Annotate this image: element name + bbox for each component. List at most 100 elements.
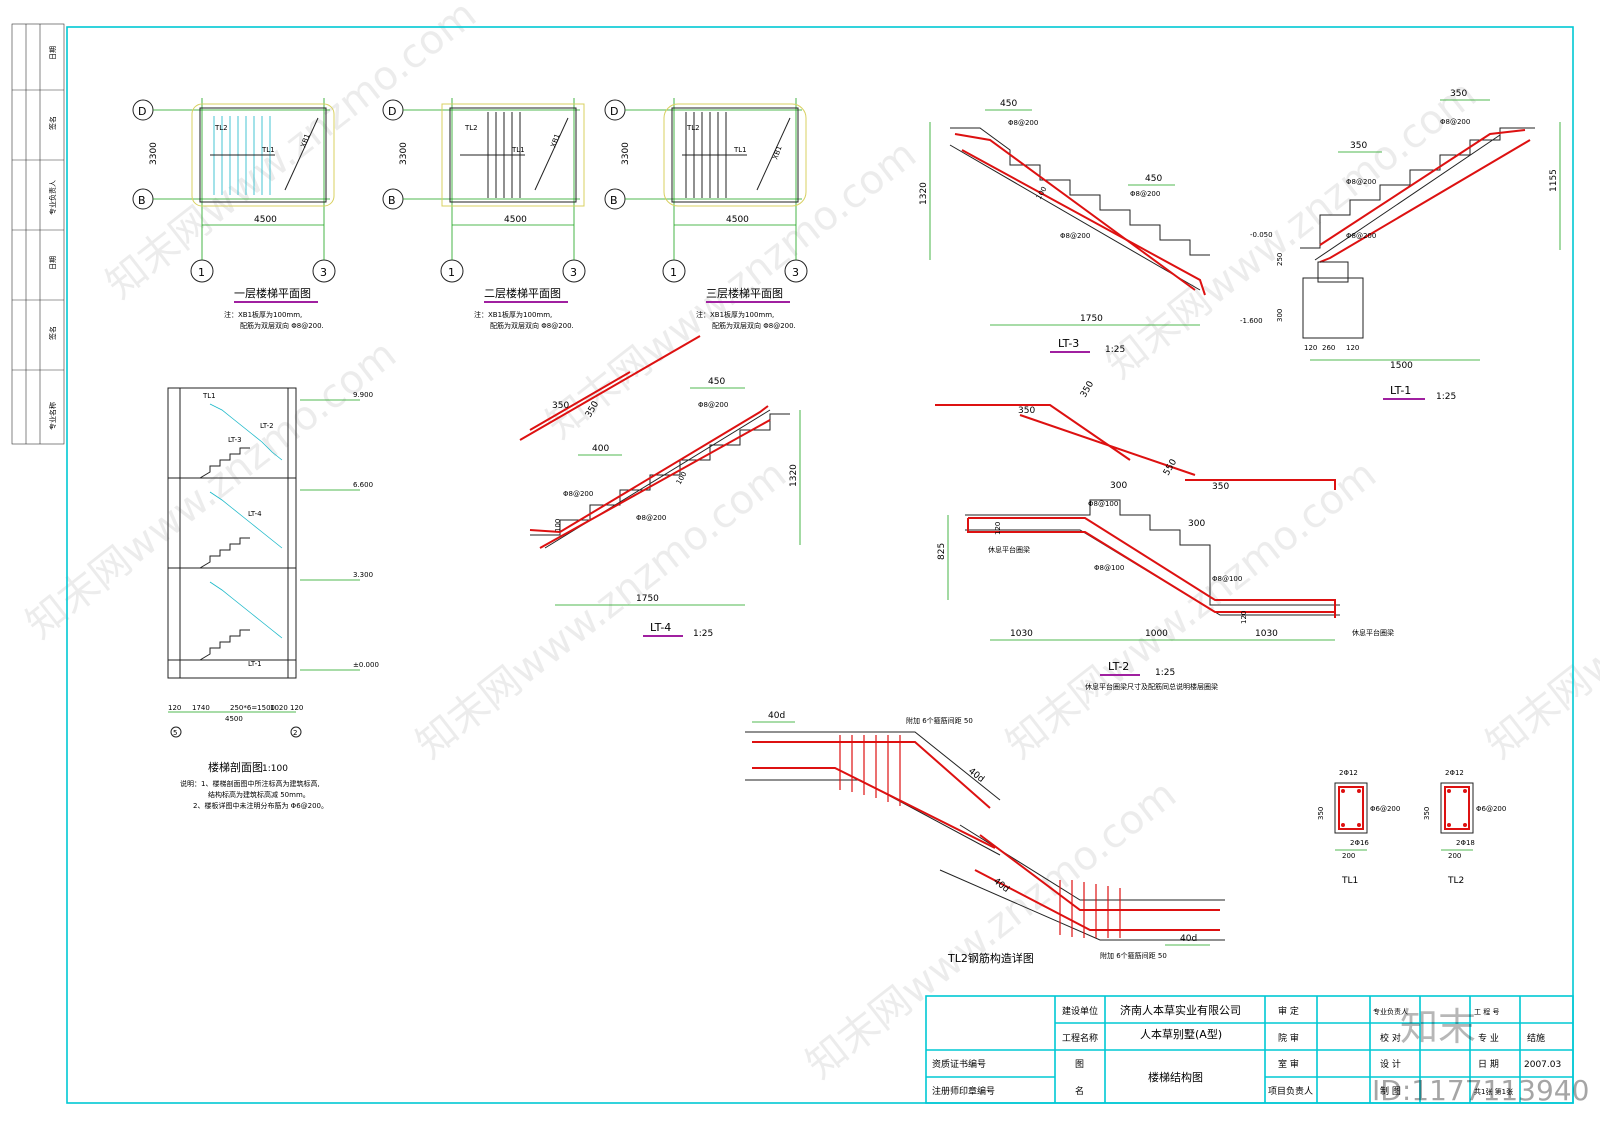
tl1-label: TL1 — [511, 146, 525, 154]
sheet-value: 共1张 第1张 — [1474, 1087, 1513, 1096]
design-label: 设 计 — [1380, 1058, 1401, 1070]
dim: 450 — [708, 377, 725, 387]
left-sign-strip: 日期 签名 专业负责人 日期 签名 专业名称 — [11, 23, 65, 445]
lt2-detail: 1030 1000 1030 825 350 350 550 350 300 3… — [935, 379, 1394, 691]
dim: 300 — [1110, 481, 1127, 491]
drawing-value: 楼梯结构图 — [1148, 1070, 1203, 1084]
seal-label: 注册师印章编号 — [932, 1085, 995, 1097]
dim: 1750 — [636, 594, 659, 604]
rebar-top: 2Φ12 — [1339, 769, 1358, 777]
dim: 40d — [966, 766, 986, 784]
section-note: 2、楼板详图中未注明分布筋为 Φ6@200。 — [193, 801, 328, 810]
section-note: 结构标高为建筑标高减 50mm。 — [208, 790, 310, 799]
strip-label: 签名 — [48, 326, 57, 340]
stirrup-label: Φ6@200 — [1370, 805, 1400, 813]
level-label: -0.050 — [1250, 231, 1273, 239]
rebar-label: Φ8@200 — [636, 514, 666, 522]
section-scale: 1:100 — [262, 764, 288, 774]
elevation-label: 6.600 — [353, 481, 373, 489]
detail-name: LT-2 — [1108, 660, 1129, 673]
dim: 1500 — [1390, 361, 1413, 371]
dim: 120 — [1346, 344, 1359, 352]
drawing-label: 名 — [1075, 1085, 1084, 1097]
dim-4500: 4500 — [504, 215, 527, 225]
width-dim: 200 — [1448, 852, 1461, 860]
width-dim: 200 — [1342, 852, 1355, 860]
dim: 1155 — [1549, 169, 1559, 192]
dim: 1000 — [1145, 629, 1168, 639]
strip-label: 专业名称 — [48, 402, 57, 430]
plan-note: 配筋为双层双向 Φ8@200. — [712, 321, 796, 330]
axis-d-label: D — [388, 105, 396, 118]
dim: 450 — [1000, 99, 1017, 109]
rebar-top: 2Φ12 — [1445, 769, 1464, 777]
plan-title: 三层楼梯平面图 — [706, 286, 783, 300]
section-label: LT-4 — [248, 510, 262, 518]
dim: 350 — [1018, 406, 1035, 416]
lt3-detail: 450 450 1320 1750 100 Φ8@200 Φ8@200 Φ8@2… — [919, 99, 1210, 355]
rebar-bottom: 2Φ16 — [1350, 839, 1369, 847]
watermark-text: 知末网www.znzmo.com — [18, 331, 405, 648]
tl1-section: 2Φ12 Φ6@200 2Φ16 350 200 TL1 — [1317, 769, 1400, 886]
title-block: 建设单位 济南人本草实业有限公司 工程名称 人本草别墅(A型) 资质证书编号 注… — [925, 995, 1574, 1104]
bottom-dim: 1020 — [270, 704, 288, 712]
rebar-label: Φ8@200 — [1346, 178, 1376, 186]
detail-scale: 1:25 — [693, 629, 713, 639]
rebar-label: Φ8@200 — [1440, 118, 1470, 126]
level-label: -1.600 — [1240, 317, 1263, 325]
dim: 1750 — [1080, 314, 1103, 324]
dim: 120 — [1240, 611, 1248, 624]
project-label: 工程名称 — [1062, 1032, 1098, 1044]
rebar-label: Φ8@100 — [1088, 500, 1118, 508]
rebar-label: Φ8@200 — [563, 490, 593, 498]
bottom-dim: 120 — [290, 704, 303, 712]
tl2-label: TL2 — [464, 124, 478, 132]
dim-4500: 4500 — [254, 215, 277, 225]
plan-note: 注：XB1板厚为100mm, — [696, 310, 774, 319]
section-title: 楼梯剖面图 — [208, 760, 263, 774]
rebar-label: Φ8@200 — [1346, 232, 1376, 240]
rebar-label: Φ8@200 — [698, 401, 728, 409]
plan-note: 注：XB1板厚为100mm, — [224, 310, 302, 319]
rebar-label: Φ8@100 — [1094, 564, 1124, 572]
plan-note: 注：XB1板厚为100mm, — [474, 310, 552, 319]
section-label: TL1 — [202, 392, 216, 400]
tl1-label: TL1 — [261, 146, 275, 154]
detail-note: 休息平台圈梁尺寸及配筋同总说明楼层圈梁 — [1085, 682, 1218, 691]
section-name: TL2 — [1447, 876, 1464, 886]
axis-3-label: 3 — [320, 266, 327, 279]
plan-note: 配筋为双层双向 Φ8@200. — [240, 321, 324, 330]
build-unit-value: 济南人本草实业有限公司 — [1120, 1003, 1241, 1017]
draw-label: 制 图 — [1380, 1085, 1401, 1097]
axis-b-label: B — [388, 194, 396, 207]
rebar-label: Φ8@200 — [1130, 190, 1160, 198]
stair-plan-2: D B 1 3 TL2 TL1 XB1 3300 4500 二层楼梯平面图 注：… — [382, 98, 586, 330]
detail-name: LT-3 — [1058, 337, 1079, 350]
detail-name: LT-1 — [1390, 384, 1411, 397]
axis-label: 2 — [293, 729, 297, 737]
detail-note: 附加 6个箍筋间距 50 — [1100, 951, 1167, 960]
axis-1-label: 1 — [670, 266, 677, 279]
brand-logo: 知末 — [1400, 1005, 1476, 1049]
dim-3300: 3300 — [399, 142, 409, 165]
discipline-leader-label: 专业负责人 — [1373, 1007, 1408, 1016]
dim: 350 — [1350, 141, 1367, 151]
strip-label: 专业负责人 — [48, 180, 57, 215]
detail-scale: 1:25 — [1105, 345, 1125, 355]
drawing-label: 图 — [1075, 1059, 1084, 1070]
lt4-detail: 450 400 1320 1750 350 350 100 100 Φ8@200… — [519, 335, 801, 639]
tag-label: 休息平台圈梁 — [1352, 628, 1394, 637]
tag-label: 休息平台圈梁 — [988, 545, 1030, 554]
leader-label: 项目负责人 — [1268, 1085, 1313, 1097]
dim: 1030 — [1255, 629, 1278, 639]
axis-label: 5 — [173, 729, 177, 737]
dim: 1320 — [789, 464, 799, 487]
watermark-id: ID:1177113940 — [1372, 1074, 1589, 1107]
section-label: LT-3 — [228, 436, 242, 444]
rebar-label: Φ8@200 — [1060, 232, 1090, 240]
dim: 100 — [554, 519, 562, 532]
work-no-label: 工 程 号 — [1474, 1007, 1499, 1016]
strip-label: 日期 — [49, 256, 57, 270]
dim: 250 — [1276, 253, 1284, 266]
axis-3-label: 3 — [570, 266, 577, 279]
